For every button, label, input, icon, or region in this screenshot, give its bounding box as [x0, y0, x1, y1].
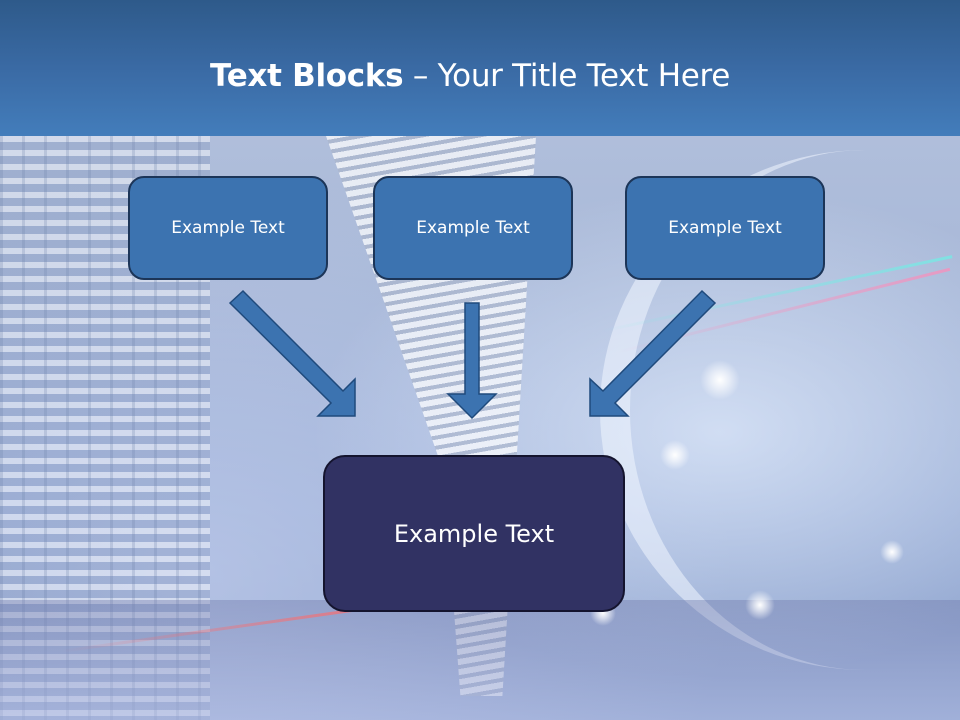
- top-box-3-label: Example Text: [668, 218, 782, 238]
- bottom-box-label: Example Text: [393, 519, 555, 548]
- top-box-1-label: Example Text: [171, 218, 285, 238]
- title-regular: Your Title Text Here: [437, 58, 731, 94]
- street-light: [745, 590, 775, 620]
- top-box-1[interactable]: Example Text: [128, 176, 328, 280]
- top-box-2-label: Example Text: [416, 218, 530, 238]
- top-box-2[interactable]: Example Text: [373, 176, 573, 280]
- bottom-box[interactable]: Example Text: [323, 455, 625, 612]
- arrow-down-icon: [446, 302, 498, 420]
- arrow-down-right-icon: [228, 289, 356, 417]
- title-bar: Text Blocks – Your Title Text Here: [0, 0, 960, 136]
- street-light: [660, 440, 690, 470]
- street-light: [880, 540, 904, 564]
- street-light: [700, 360, 740, 400]
- top-box-3[interactable]: Example Text: [625, 176, 825, 280]
- slide-title: Text Blocks – Your Title Text Here: [0, 56, 940, 96]
- title-bold: Text Blocks: [209, 58, 404, 94]
- arrow-down-left-icon: [589, 289, 717, 417]
- title-separator: –: [403, 58, 438, 94]
- street-ground: [0, 600, 960, 720]
